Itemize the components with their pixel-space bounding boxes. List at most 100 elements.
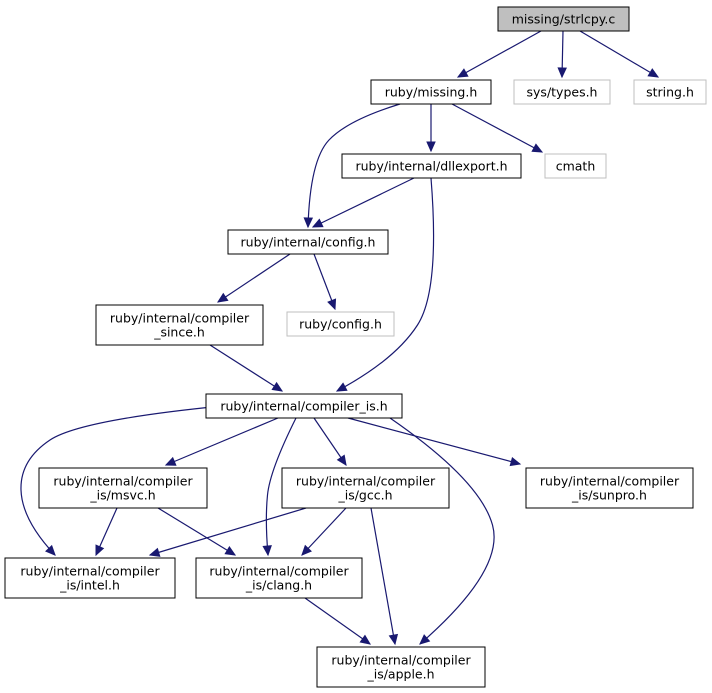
node-label: ruby/internal/compiler (110, 311, 250, 326)
node-label: ruby/internal/compiler (540, 474, 680, 489)
node-box (286, 311, 395, 337)
arrowhead-icon (335, 382, 348, 392)
arrowhead-icon (647, 68, 660, 78)
edge-internal_config_h-to-ruby_config_h (313, 253, 337, 311)
node-apple-h[interactable]: ruby/internal/compiler_is/apple.h (316, 646, 486, 688)
node-compiler-since-h[interactable]: ruby/internal/compiler_since.h (95, 304, 264, 346)
node-label: ruby/internal/compiler (331, 653, 471, 668)
node-label: ruby/internal/config.h (241, 235, 376, 250)
node-box (38, 467, 208, 509)
node-string-h[interactable]: string.h (633, 79, 707, 105)
arrowhead-icon (388, 633, 399, 646)
node-box (227, 229, 389, 255)
node-label: _is/intel.h (59, 578, 120, 593)
node-label: ruby/internal/compiler_is.h (220, 399, 387, 414)
edge-line (370, 507, 396, 645)
arrowhead-icon (426, 141, 436, 153)
node-box (370, 79, 492, 105)
arrowhead-icon (95, 544, 105, 557)
edge-gcc_h-to-apple_h (370, 507, 399, 646)
arrowhead-icon (419, 634, 431, 645)
node-box (544, 153, 607, 179)
node-clang-h[interactable]: ruby/internal/compiler_is/clang.h (195, 557, 363, 599)
edge-msvc_h-to-clang_h (157, 507, 237, 556)
edge-line (312, 177, 415, 228)
arrowhead-icon (224, 545, 237, 556)
edges-layer (20, 30, 660, 646)
edge-line (149, 507, 307, 556)
arrowhead-icon (262, 545, 272, 557)
node-gcc-h[interactable]: ruby/internal/compiler_is/gcc.h (281, 467, 450, 509)
edge-line (451, 103, 543, 153)
edge-gcc_h-to-clang_h (301, 507, 347, 556)
node-internal-config-h[interactable]: ruby/internal/config.h (227, 229, 389, 255)
node-label: ruby/missing.h (385, 85, 478, 100)
edge-line (389, 417, 495, 645)
edge-internal_config_h-to-compiler_since_h (216, 253, 291, 303)
arrowhead-icon (327, 298, 337, 311)
node-compiler-is-h[interactable]: ruby/internal/compiler_is.h (205, 393, 403, 419)
node-label: _is/clang.h (245, 578, 312, 593)
node-label: ruby/internal/dllexport.h (355, 159, 507, 174)
arrowhead-icon (271, 381, 284, 392)
node-strlcpy-c[interactable]: missing/strlcpy.c (497, 6, 630, 32)
edge-compiler_is_h-to-clang_h (262, 417, 297, 557)
edge-line (336, 177, 435, 392)
node-label: ruby/internal/compiler (53, 474, 193, 489)
arrowhead-icon (303, 217, 314, 229)
arrowhead-icon (164, 456, 177, 466)
node-missing-h[interactable]: ruby/missing.h (370, 79, 492, 105)
edge-missing_h-to-cmath (451, 103, 544, 153)
edge-line (165, 417, 279, 466)
node-sunpro-h[interactable]: ruby/internal/compiler_is/sunpro.h (525, 467, 694, 509)
node-label: ruby/internal/compiler (209, 564, 349, 579)
node-label: _is/sunpro.h (571, 488, 647, 503)
arrowhead-icon (336, 454, 347, 467)
edge-line (217, 253, 291, 303)
node-msvc-h[interactable]: ruby/internal/compiler_is/msvc.h (38, 467, 208, 509)
arrowhead-icon (311, 218, 324, 228)
edge-clang_h-to-apple_h (304, 597, 372, 645)
edge-missing_h-to-dllexport_h (426, 104, 436, 153)
arrowhead-icon (216, 292, 229, 303)
node-box (341, 153, 522, 179)
node-box (513, 79, 611, 105)
edge-line (457, 30, 542, 78)
edge-line (307, 103, 401, 228)
edge-compiler_since_h-to-compiler_is_h (209, 344, 284, 392)
arrowhead-icon (456, 68, 469, 78)
node-ruby-config-h[interactable]: ruby/config.h (286, 311, 395, 337)
node-label: _is/msvc.h (89, 488, 155, 503)
node-intel-h[interactable]: ruby/internal/compiler_is/intel.h (4, 557, 176, 599)
edge-compiler_is_h-to-apple_h (389, 417, 495, 645)
node-sys-types-h[interactable]: sys/types.h (513, 79, 611, 105)
edge-dllexport_h-to-compiler_is_h (335, 177, 435, 392)
edge-dllexport_h-to-internal_config_h (311, 177, 415, 228)
edge-line (579, 30, 659, 78)
edge-line (265, 417, 297, 556)
edge-line (313, 253, 336, 310)
edge-compiler_is_h-to-intel_h (20, 405, 223, 556)
node-label: _since.h (153, 325, 205, 340)
arrowhead-icon (509, 456, 522, 467)
node-box (525, 467, 694, 509)
edge-strlcpy_c-to-string_h (579, 30, 660, 78)
edge-line (209, 344, 283, 392)
edge-line (157, 507, 236, 556)
arrowhead-icon (45, 544, 56, 556)
edge-msvc_h-to-intel_h (95, 507, 118, 557)
edge-compiler_is_h-to-sunpro_h (347, 417, 522, 467)
node-box (205, 393, 403, 419)
edge-line (301, 507, 347, 556)
node-cmath[interactable]: cmath (544, 153, 607, 179)
edge-strlcpy_c-to-sys_types_h (557, 30, 567, 79)
edge-gcc_h-to-intel_h (148, 507, 307, 557)
arrowhead-icon (531, 143, 544, 153)
arrowhead-icon (148, 547, 161, 557)
node-box (633, 79, 707, 105)
node-dllexport-h[interactable]: ruby/internal/dllexport.h (341, 153, 522, 179)
edge-strlcpy_c-to-missing_h (456, 30, 542, 78)
node-box (95, 304, 264, 346)
node-label: _is/gcc.h (337, 488, 392, 503)
node-label: ruby/config.h (299, 317, 382, 332)
